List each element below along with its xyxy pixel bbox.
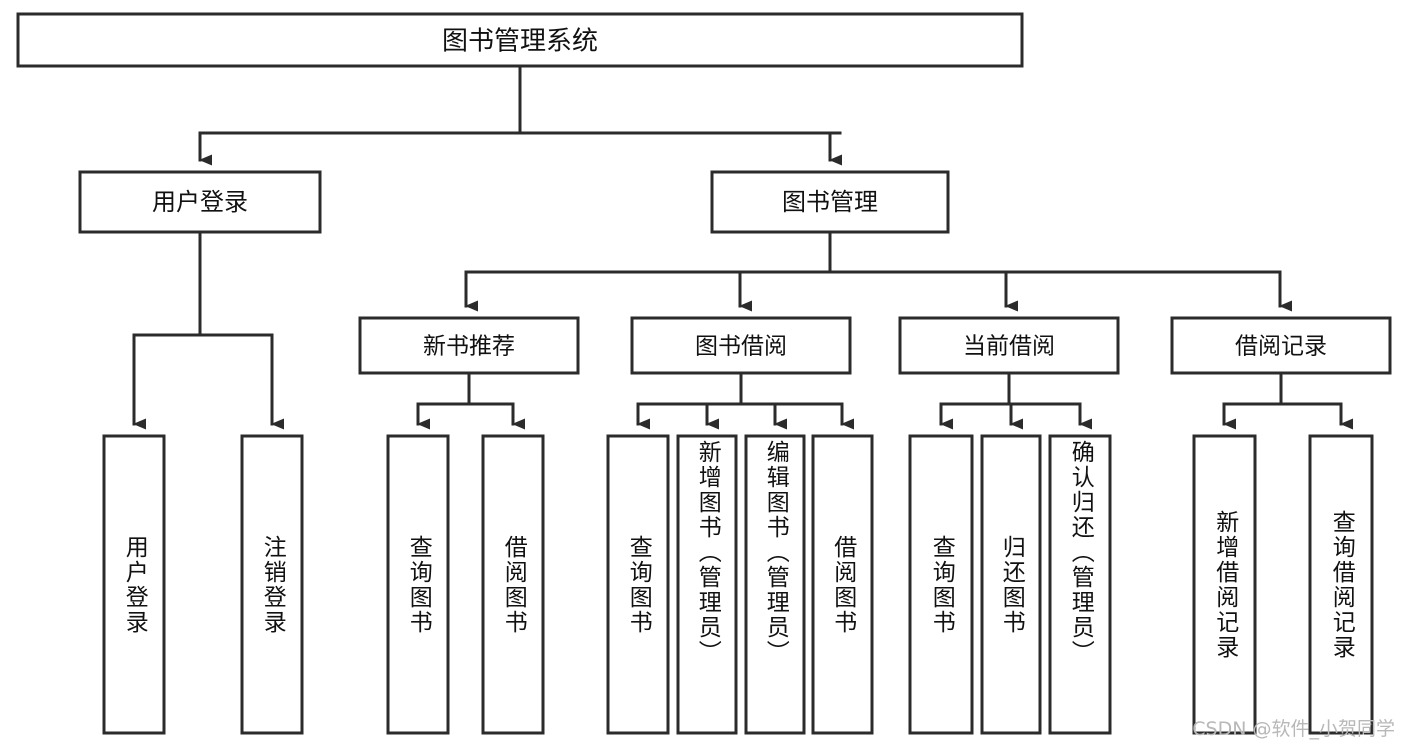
node-new-book-recommend[interactable]: 新书推荐 [358, 316, 580, 375]
connector-newbook-to-leaves [416, 371, 525, 430]
node-book-borrow[interactable]: 图书借阅 [630, 316, 852, 375]
leaf-box-user-login[interactable] [102, 434, 166, 735]
node-new-book-recommend-label: 新书推荐 [423, 334, 515, 360]
node-borrow-record[interactable]: 借阅记录 [1170, 316, 1392, 375]
connector-current-to-leaves [939, 371, 1092, 430]
node-book-management[interactable]: 图书管理 [710, 170, 950, 234]
node-user-login[interactable]: 用户登录 [78, 170, 322, 234]
leaf-box-confirm-return-admin[interactable] [1048, 434, 1112, 735]
csdn-watermark: CSDN @软件_小贺同学 [1192, 718, 1395, 740]
connector-book-manage-to-level2 [464, 230, 1292, 312]
node-current-borrow-label: 当前借阅 [963, 334, 1055, 360]
connector-borrow-to-leaves [636, 371, 854, 430]
node-book-management-label: 图书管理 [782, 188, 878, 216]
leaf-boxes [102, 434, 1374, 735]
leaf-box-query-book-current[interactable] [908, 434, 974, 735]
node-user-login-label: 用户登录 [152, 188, 248, 216]
leaf-box-add-book-admin[interactable] [676, 434, 738, 735]
leaf-box-query-book-borrow[interactable] [606, 434, 670, 735]
leaf-box-query-book-new[interactable] [386, 434, 450, 735]
leaf-box-borrow-book[interactable] [811, 434, 874, 735]
leaf-box-return-book[interactable] [980, 434, 1042, 735]
node-book-borrow-label: 图书借阅 [695, 334, 787, 360]
node-root[interactable]: 图书管理系统 [16, 12, 1024, 68]
leaf-box-borrow-book-new[interactable] [481, 434, 545, 735]
connector-user-login-to-leaves [132, 230, 284, 430]
node-root-label: 图书管理系统 [442, 27, 598, 57]
leaf-box-logout[interactable] [240, 434, 304, 735]
connector-root-to-level1 [198, 64, 842, 166]
leaf-box-query-borrow-record[interactable] [1308, 434, 1374, 735]
leaf-box-edit-book-admin[interactable] [744, 434, 806, 735]
leaf-box-add-borrow-record[interactable] [1192, 434, 1257, 735]
connector-record-to-leaves [1222, 371, 1353, 430]
node-borrow-record-label: 借阅记录 [1235, 334, 1327, 360]
node-current-borrow[interactable]: 当前借阅 [898, 316, 1120, 375]
